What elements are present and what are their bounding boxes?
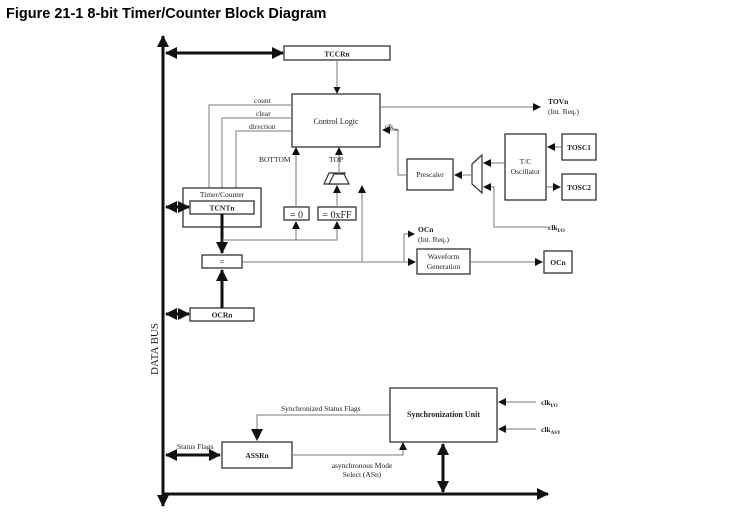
assrn-label: ASSRn (245, 451, 269, 460)
tccrn-register: TCCRn (165, 45, 391, 94)
tc-oscillator-label-1: T/C (520, 157, 532, 166)
ocrn-label: OCRn (212, 311, 234, 320)
comparator-label: = (219, 257, 224, 267)
tc-oscillator-block: T/C Oscillator (504, 133, 547, 201)
data-bus: DATA BUS (149, 35, 549, 507)
clk-asy-label: clkASY (541, 425, 561, 436)
waveform-label-2: Generation (427, 262, 461, 271)
count-label: count (254, 96, 272, 105)
timer-counter-label: Timer/Counter (200, 190, 245, 199)
output-compare: = OCn (Int. Req.) (201, 225, 450, 269)
top-label: TOP (329, 155, 343, 164)
data-bus-label: DATA BUS (149, 323, 161, 375)
eq-zero-label: = 0 (290, 210, 303, 221)
status-flags-label: Status Flags (177, 442, 214, 451)
clk-tn-label: clkTn (385, 123, 399, 132)
tcnt-feed (216, 214, 341, 254)
tosc2-label: TOSC2 (567, 183, 591, 192)
ocn-int-req: (Int. Req.) (418, 235, 450, 244)
bottom-compare: = 0 BOTTOM (259, 147, 310, 221)
ocn-pin-label: OCn (550, 258, 566, 267)
eq-max-label: = 0xFF (322, 210, 352, 221)
top-compare: = 0xFF TOP (317, 147, 366, 262)
synchronization-unit-block: Synchronization Unit clkI/O clkASY (389, 387, 561, 493)
tccrn-label: TCCRn (324, 50, 350, 59)
tovn-int-req: (Int. Req.) (548, 107, 580, 116)
direction-label: direction (249, 122, 276, 131)
clear-label: clear (256, 109, 271, 118)
control-signals: count clear direction (205, 96, 292, 202)
clk-io-sync-label: clkI/O (541, 398, 558, 409)
clk-io-label: clkI/O (548, 223, 565, 234)
prescaler-label: Prescaler (416, 170, 444, 179)
ocrn-register: OCRn (165, 269, 255, 322)
sync-unit-label: Synchronization Unit (407, 410, 480, 419)
tc-oscillator-label-2: Oscillator (511, 167, 541, 176)
tcntn-label: TCNTn (209, 204, 235, 213)
tovn-output: TOVn (Int. Req.) (380, 97, 580, 116)
tovn-label: TOVn (548, 97, 569, 106)
top-mux-shape (328, 173, 350, 185)
ocn-irq-label: OCn (418, 225, 434, 234)
timer-counter-block: Timer/Counter TCNTn (165, 187, 262, 228)
clock-select-mux: clkI/O (454, 153, 565, 234)
control-logic-label: Control Logic (313, 117, 359, 126)
waveform-label-1: Waveform (428, 252, 460, 261)
tosc1-label: TOSC1 (567, 143, 591, 152)
figure-title: Figure 21-1 8-bit Timer/Counter Block Di… (6, 6, 327, 22)
control-logic-block: Control Logic (291, 93, 381, 148)
prescaler-block: Prescaler clkTn (382, 123, 454, 191)
tosc1-pin: TOSC1 (547, 133, 597, 161)
waveform-generation-block: Waveform Generation OCn (416, 248, 573, 275)
async-mode-label-1: asynchronous Mode (332, 461, 393, 470)
assrn-register: ASSRn Status Flags Synchronized Status F… (165, 404, 407, 479)
sync-status-flags-label: Synchronized Status Flags (281, 404, 361, 413)
async-mode-label-2: Select (ASn) (343, 470, 382, 479)
tosc2-pin: TOSC2 (546, 173, 597, 201)
bottom-label: BOTTOM (259, 155, 291, 164)
